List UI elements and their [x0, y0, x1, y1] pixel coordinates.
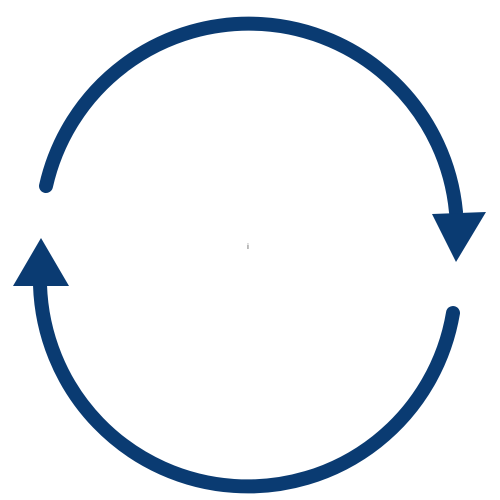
left-arrowhead-icon: [13, 238, 69, 286]
center-mark: ⅰ: [247, 243, 249, 251]
bottom-arc: [33, 278, 460, 494]
right-arrowhead-icon: [432, 212, 486, 262]
top-arc: [39, 16, 463, 219]
